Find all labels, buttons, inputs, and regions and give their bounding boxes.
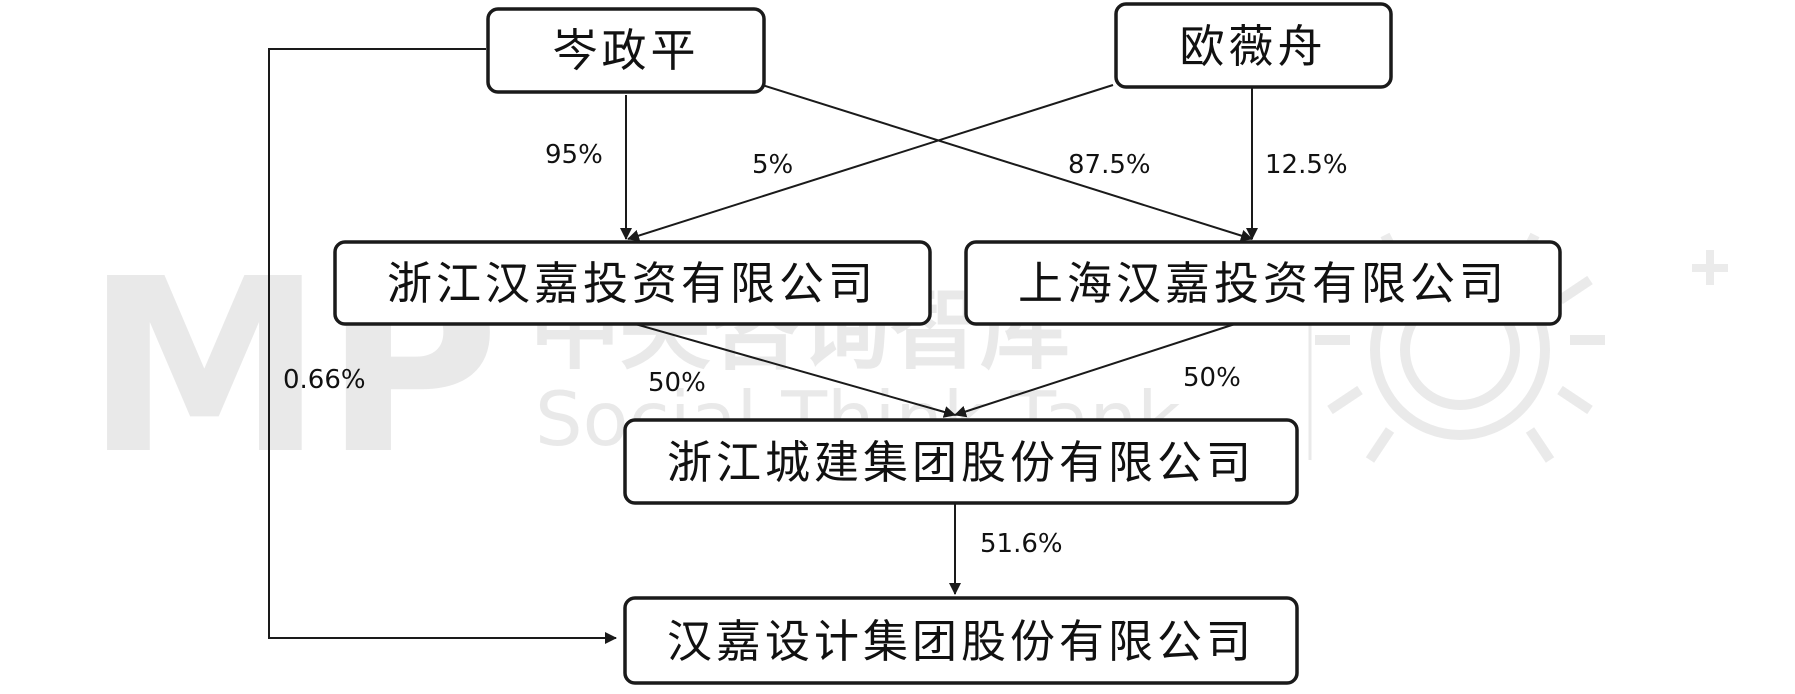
pct-sh-to-chengjian: 50% (1183, 363, 1241, 393)
pct-cen-to-zj: 95% (545, 140, 603, 170)
node-label: 岑政平 (552, 24, 699, 77)
edge-sh-to-chengjian (954, 323, 1236, 418)
node-label: 浙江汉嘉投资有限公司 (387, 257, 877, 310)
pct-cen-to-design: 0.66% (283, 365, 366, 395)
edge-ou-to-zj (627, 84, 1114, 242)
node-label: 汉嘉设计集团股份有限公司 (667, 615, 1255, 668)
node-shanghai-hanjia-invest: 上海汉嘉投资有限公司 (964, 240, 1562, 326)
node-zhejiang-chengjian: 浙江城建集团股份有限公司 (623, 418, 1299, 505)
node-label: 欧薇舟 (1179, 20, 1326, 73)
node-hanjia-design: 汉嘉设计集团股份有限公司 (623, 596, 1299, 685)
node-zhejiang-hanjia-invest: 浙江汉嘉投资有限公司 (333, 240, 932, 326)
edge-cen-to-design (268, 48, 617, 644)
edge-zj-to-chengjian (634, 323, 956, 418)
pct-ou-to-zj: 5% (752, 150, 793, 180)
pct-cen-to-sh: 87.5% (1068, 150, 1151, 180)
edge-cen-to-sh (761, 84, 1253, 242)
pct-ou-to-sh: 12.5% (1265, 150, 1348, 180)
edge-labels: 95% 5% 87.5% 12.5% 50% 50% 51.6% 0.66% (283, 140, 1348, 559)
node-label: 浙江城建集团股份有限公司 (667, 436, 1255, 489)
node-cen-zhengping: 岑政平 (486, 7, 766, 94)
pct-zj-to-chengjian: 50% (648, 368, 706, 398)
edges (268, 48, 1258, 644)
watermark-emblem-icon (1315, 232, 1728, 463)
node-label: 上海汉嘉投资有限公司 (1018, 257, 1508, 310)
pct-chengjian-to-design: 51.6% (980, 529, 1063, 559)
node-ou-weizhou: 欧薇舟 (1114, 2, 1393, 89)
